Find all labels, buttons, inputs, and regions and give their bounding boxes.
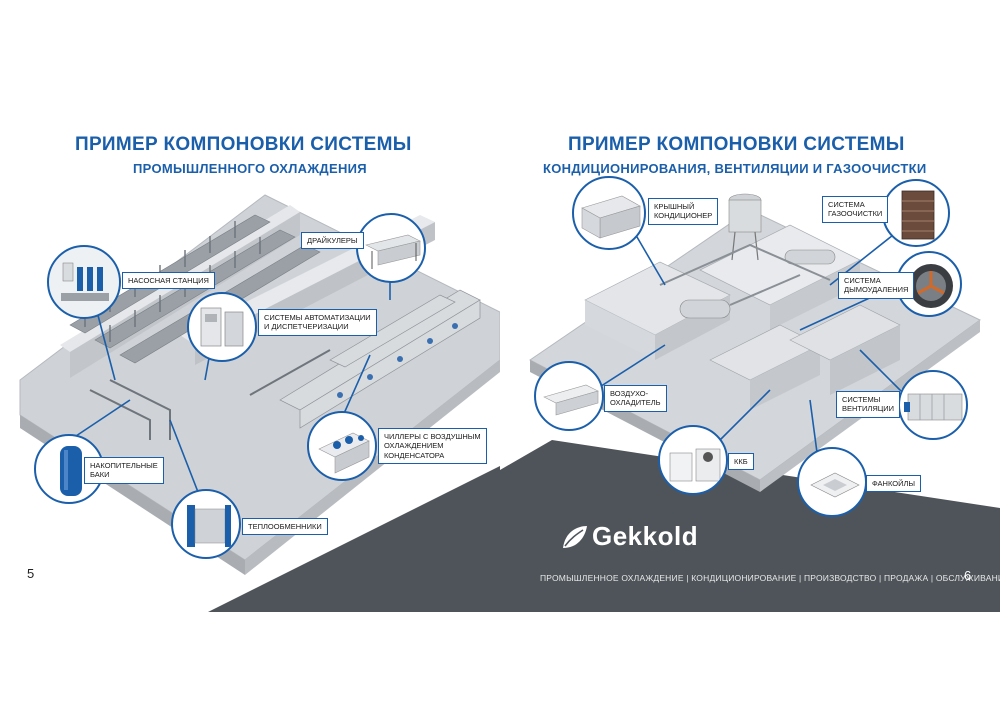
ventilation-label: СИСТЕМЫ ВЕНТИЛЯЦИИ (836, 391, 901, 418)
smoke-removal-label: СИСТЕМА ДЫМОУДАЛЕНИЯ (838, 272, 915, 299)
air-cooler-label: ВОЗДУХО- ОХЛАДИТЕЛЬ (604, 385, 667, 412)
chillers-label: ЧИЛЛЕРЫ С ВОЗДУШНЫМ ОХЛАЖДЕНИЕМ КОНДЕНСА… (378, 428, 487, 465)
dark-diagonal-band (208, 440, 1000, 612)
pump-station-icon (61, 262, 109, 301)
left-page-number: 5 (27, 566, 35, 581)
rooftop-unit-icon (581, 195, 641, 239)
condensing-unit-icon (669, 448, 721, 482)
tank-icon (60, 446, 82, 496)
automation-label: СИСТЕМЫ АВТОМАТИЗАЦИИ И ДИСПЕТЧЕРИЗАЦИИ (258, 309, 377, 336)
bottom-margin (0, 612, 1000, 715)
chillers-circle (307, 411, 377, 481)
air-cooler-circle (534, 361, 604, 431)
drycooler-icon (365, 234, 421, 269)
fancoils-label: ФАНКОЙЛЫ (866, 475, 922, 493)
pump-station-label: НАСОСНАЯ СТАНЦИЯ (122, 272, 215, 290)
plate-heat-exchanger-icon (187, 505, 231, 547)
rooftop-ac-circle (572, 176, 646, 250)
gekkold-logo: Gekkold (592, 521, 699, 551)
left-page: ПРИМЕР КОМПОНОВКИ СИСТЕМЫ ПРОМЫШЛЕННОГО … (0, 0, 500, 612)
footer-menu: ПРОМЫШЛЕННОЕ ОХЛАЖДЕНИЕ | КОНДИЦИОНИРОВА… (540, 573, 1000, 583)
kkb-circle (658, 425, 728, 495)
smoke-fan-icon (909, 264, 953, 308)
right-page-subtitle: КОНДИЦИОНИРОВАНИЯ, ВЕНТИЛЯЦИИ И ГАЗООЧИС… (543, 161, 927, 176)
gas-cleaning-label: СИСТЕМА ГАЗООЧИСТКИ (822, 196, 889, 223)
air-handling-unit-icon (904, 393, 963, 421)
fancoils-circle (797, 447, 867, 517)
tanks-label: НАКОПИТЕЛЬНЫЕ БАКИ (84, 457, 164, 484)
left-page-title: ПРИМЕР КОМПОНОВКИ СИСТЕМЫ (75, 134, 412, 155)
right-page-number: 6 (964, 568, 972, 583)
automation-circle (187, 292, 257, 362)
chiller-icon (318, 432, 370, 474)
gekkold-leaf-logo-icon (563, 526, 587, 548)
control-cabinet-icon (200, 307, 244, 347)
right-page-title: ПРИМЕР КОМПОНОВКИ СИСТЕМЫ (568, 134, 905, 155)
left-page-subtitle: ПРОМЫШЛЕННОГО ОХЛАЖДЕНИЯ (133, 161, 367, 176)
pump-station-circle (47, 245, 121, 319)
gas-cleaning-circle (882, 179, 950, 247)
drycoolers-label: ДРАЙКУЛЕРЫ (301, 232, 364, 250)
kkb-label: ККБ (728, 453, 754, 471)
air-cooler-icon (543, 384, 599, 416)
cassette-fancoil-icon (810, 472, 860, 498)
right-page: ПРИМЕР КОМПОНОВКИ СИСТЕМЫ КОНДИЦИОНИРОВА… (500, 0, 1000, 612)
ventilation-circle (898, 370, 968, 440)
gas-scrubber-icon (901, 190, 935, 240)
rooftop-ac-label: КРЫШНЫЙ КОНДИЦИОНЕР (648, 198, 719, 225)
heat-exchangers-circle (171, 489, 241, 559)
heat-exchangers-label: ТЕПЛООБМЕННИКИ (242, 518, 328, 536)
